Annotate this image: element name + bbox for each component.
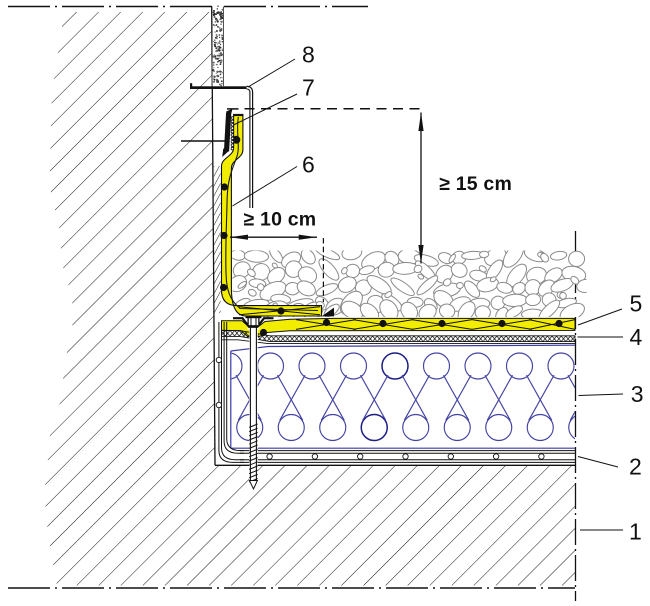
svg-text:≥ 10 cm: ≥ 10 cm — [244, 208, 317, 230]
svg-text:7: 7 — [302, 75, 315, 101]
svg-text:1: 1 — [629, 519, 642, 545]
svg-text:3: 3 — [631, 381, 644, 407]
svg-text:8: 8 — [302, 41, 315, 67]
svg-text:≥ 15 cm: ≥ 15 cm — [439, 173, 512, 195]
svg-text:4: 4 — [630, 324, 643, 350]
svg-text:6: 6 — [302, 151, 315, 177]
svg-text:5: 5 — [630, 290, 643, 316]
svg-text:2: 2 — [629, 453, 642, 479]
